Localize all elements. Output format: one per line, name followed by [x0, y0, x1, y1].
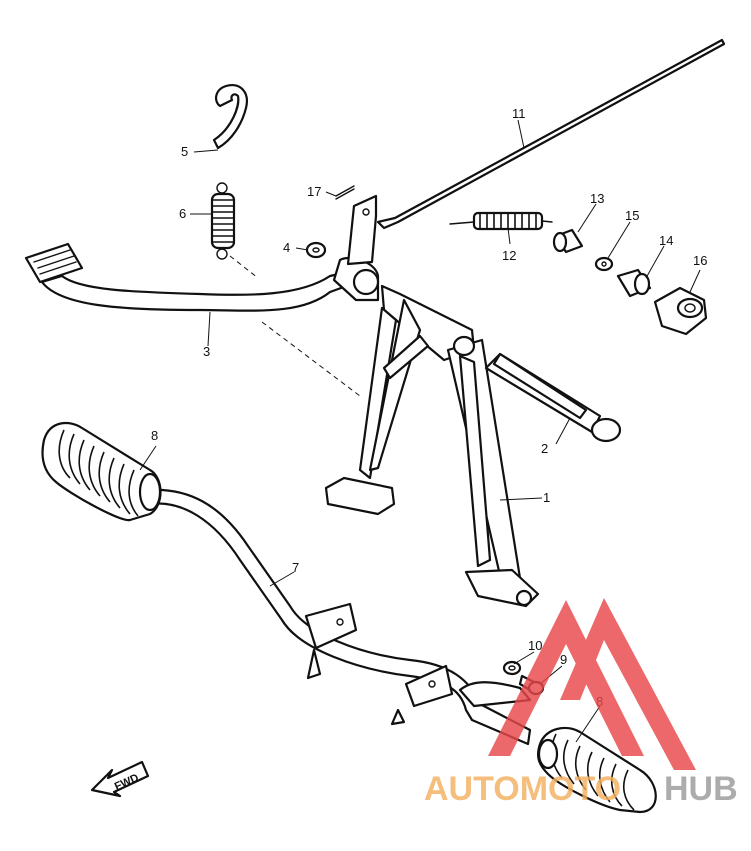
pivot-shaft: [484, 352, 622, 443]
footrest-bar: [148, 488, 532, 746]
clip-washer: [305, 241, 327, 259]
callout-3: 3: [203, 344, 210, 359]
brake-pedal: [24, 194, 380, 397]
callout-1: 1: [543, 490, 550, 505]
callout-7: 7: [292, 560, 299, 575]
callout-6: 6: [179, 206, 186, 221]
callout-2: 2: [541, 441, 548, 456]
callout-15: 15: [625, 208, 639, 223]
callout-4: 4: [283, 240, 290, 255]
washer: [594, 256, 614, 272]
callout-labels: 1 2 3 4 5 6 7 8 8 9 10 11 12 13 14 15 16…: [151, 106, 707, 709]
brake-rod: [376, 38, 726, 230]
center-stand: [324, 284, 540, 608]
callout-9: 9: [560, 652, 567, 667]
footpeg-rubber-left: [41, 421, 162, 522]
leader-lines: [139, 119, 701, 743]
watermark-logo: AUTOMOTO HUB: [424, 598, 738, 808]
rod-spring: [449, 211, 553, 231]
callout-12: 12: [502, 248, 516, 263]
watermark-text-automoto: AUTOMOTO: [424, 770, 621, 808]
spring-hook: [212, 84, 248, 150]
adjuster-nut: [616, 268, 652, 298]
rubber-stopper: [653, 286, 708, 336]
footpeg-rubber-right: [537, 726, 657, 814]
callout-8-left: 8: [151, 428, 158, 443]
spring-washer: [502, 660, 522, 676]
return-spring: [210, 182, 259, 279]
adjuster-bolt: [552, 228, 584, 254]
callout-14: 14: [659, 233, 673, 248]
cotter-pin: [335, 185, 355, 200]
callout-17: 17: [307, 184, 321, 199]
watermark-text-hub: HUB: [664, 770, 738, 808]
callout-16: 16: [693, 253, 707, 268]
callout-5: 5: [181, 144, 188, 159]
callout-13: 13: [590, 191, 604, 206]
callout-11: 11: [512, 106, 526, 121]
callout-10: 10: [528, 638, 542, 653]
forward-direction-arrow: FWD: [90, 760, 150, 798]
